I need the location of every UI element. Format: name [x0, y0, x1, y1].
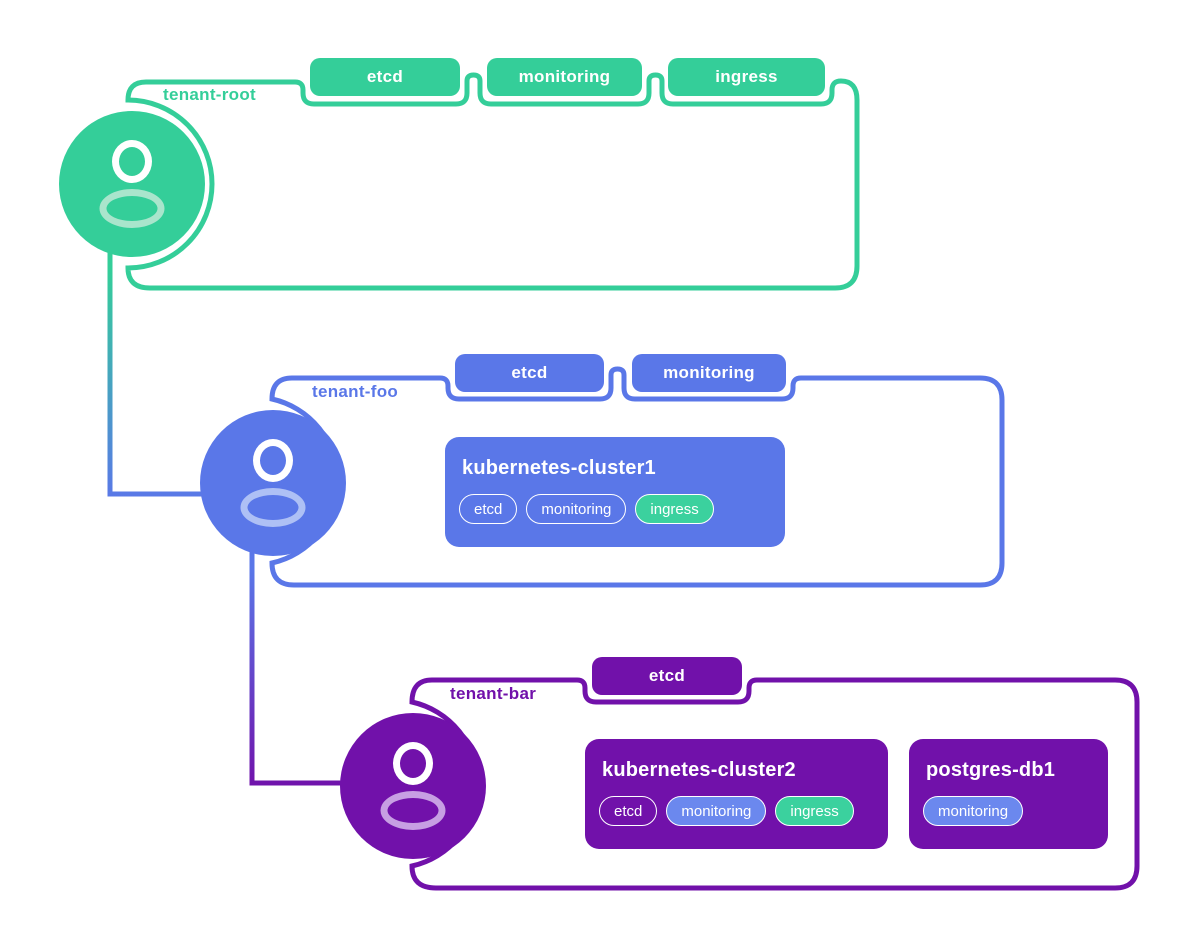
- tenant-bar-tag-etcd: etcd: [592, 657, 742, 695]
- tenant-foo-tag-monitoring: monitoring: [632, 354, 786, 392]
- workload-title: kubernetes-cluster2: [602, 759, 796, 781]
- tenant-foo-avatar: [200, 410, 346, 556]
- connector-root-to-foo: [107, 250, 210, 497]
- tenant-root-label: tenant-root: [163, 85, 257, 104]
- capability-pill-monitoring: monitoring: [923, 796, 1024, 826]
- tenant-foo-tag-etcd: etcd: [455, 354, 604, 392]
- person-head: [112, 140, 152, 183]
- person-torso: [380, 791, 446, 830]
- capability-pill-monitoring: monitoring: [666, 796, 767, 826]
- person-torso: [99, 189, 165, 228]
- capability-pill-etcd: etcd: [599, 796, 658, 826]
- capability-pill-ingress: ingress: [775, 796, 854, 826]
- tenant-bar-avatar: [340, 713, 486, 859]
- connector-foo-to-bar: [249, 550, 350, 786]
- person-head: [253, 439, 293, 482]
- workload-pills: monitoring: [923, 796, 1094, 826]
- workload-pills: etcd monitoring ingress: [459, 494, 771, 524]
- capability-pill-etcd: etcd: [459, 494, 518, 524]
- workload-card-postgres-db1: postgres-db1 monitoring: [909, 739, 1108, 849]
- tenant-foo-border: [269, 366, 1005, 588]
- workload-pills: etcd monitoring ingress: [599, 796, 874, 826]
- tenant-root-tag-etcd: etcd: [310, 58, 460, 96]
- workload-card-kubernetes-cluster2: kubernetes-cluster2 etcd monitoring ingr…: [585, 739, 888, 849]
- person-icon: [340, 713, 486, 859]
- person-icon: [200, 410, 346, 556]
- person-icon: [59, 111, 205, 257]
- tenant-bar-label: tenant-bar: [450, 684, 537, 703]
- tenant-root-avatar: [59, 111, 205, 257]
- workload-title: postgres-db1: [926, 759, 1056, 781]
- tenant-root-tag-ingress: ingress: [668, 58, 825, 96]
- tenant-root-border: [125, 72, 860, 291]
- capability-pill-ingress: ingress: [635, 494, 714, 524]
- tenant-foo-label: tenant-foo: [312, 382, 399, 401]
- person-torso: [240, 488, 306, 527]
- person-head: [393, 742, 433, 785]
- workload-title: kubernetes-cluster1: [462, 457, 656, 479]
- capability-pill-monitoring: monitoring: [526, 494, 627, 524]
- tenant-root-tag-monitoring: monitoring: [487, 58, 642, 96]
- workload-card-kubernetes-cluster1: kubernetes-cluster1 etcd monitoring ingr…: [445, 437, 785, 547]
